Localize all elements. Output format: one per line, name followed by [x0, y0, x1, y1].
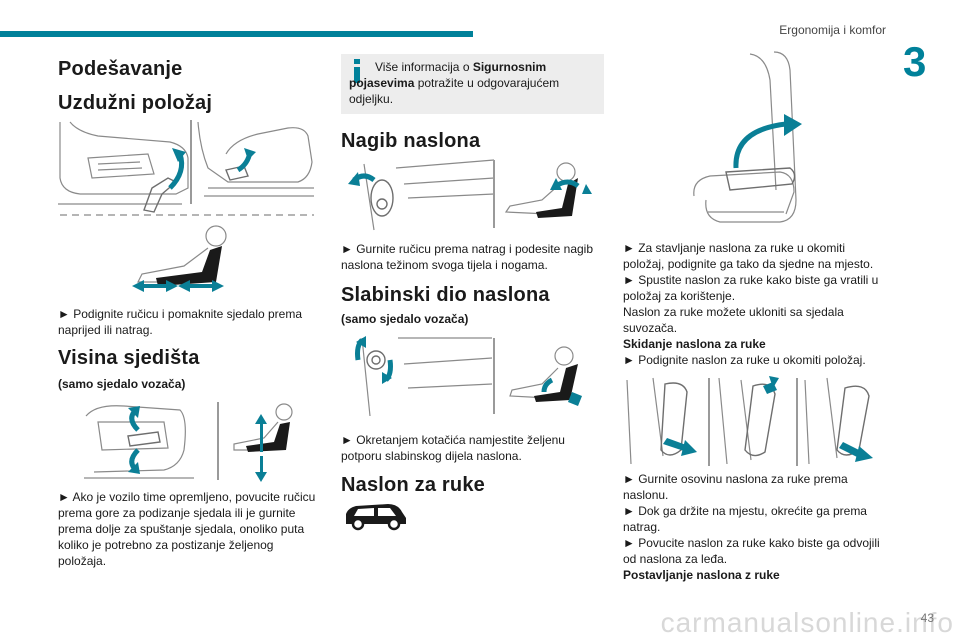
- heading-backrest-recline: Nagib naslona: [341, 130, 481, 152]
- lumbar-illustration: [355, 336, 582, 417]
- heading-install-armrest: Postavljanje naslona z ruke: [623, 568, 780, 582]
- heading-armrest: Naslon za ruke: [341, 474, 485, 496]
- info-text-pre: Više informacija o: [375, 60, 473, 74]
- armrest-icon: [804, 377, 873, 465]
- heading-remove-armrest: Skidanje naslona za ruke: [623, 337, 766, 351]
- armrest-removal-illustration: [626, 376, 873, 466]
- paragraph-armrest-6: ► Dok ga držite na mjestu, okrećite ga p…: [623, 504, 867, 534]
- paragraph-backrest-recline: ► Gurnite ručicu prema natrag i podesite…: [341, 242, 594, 272]
- armrest-icon: [626, 377, 697, 465]
- info-text-bold: Sigurnosnim pojasevima: [349, 60, 547, 90]
- info-box: Više informacija o Sigurnosnim pojasevim…: [341, 54, 604, 114]
- paragraph-armrest-7: ► Povucite naslon za ruke kako biste ga …: [623, 536, 880, 566]
- armrest-icon: [718, 376, 779, 465]
- subheading-height-driver: (samo sjedalo vozača): [58, 377, 186, 391]
- paragraph-armrest-5: ► Gurnite osovinu naslona za ruke prema …: [623, 472, 848, 502]
- seat-lever-icon: [197, 121, 314, 197]
- top-accent-bar: [0, 31, 473, 37]
- seat-lever-icon: [355, 336, 493, 417]
- heading-adjustment: Podešavanje: [58, 58, 183, 80]
- seat-lever-icon: [58, 121, 189, 213]
- paragraph-armrest-1: ► Za stavljanje naslona za ruke u okomit…: [623, 241, 874, 271]
- heading-lumbar: Slabinski dio naslona: [341, 284, 550, 306]
- paragraph-armrest-2: ► Spustite naslon za ruke kako biste ga …: [623, 273, 879, 303]
- seat-lever-icon: [84, 405, 194, 479]
- paragraph-armrest-4: ► Podignite naslon za ruke u okomiti pol…: [623, 353, 866, 367]
- heading-seat-height: Visina sjedišta: [58, 347, 200, 369]
- seat-figure-icon: [504, 162, 592, 218]
- armrest-icon: [693, 51, 802, 223]
- recline-illustration: [348, 159, 592, 231]
- heading-longitudinal: Uzdužni položaj: [58, 92, 213, 114]
- seat-figure-icon: [509, 346, 582, 406]
- subheading-lumbar-driver: (samo sjedalo vozača): [341, 312, 469, 326]
- seat-height-illustration: [84, 402, 293, 482]
- info-text: Više informacija o Sigurnosnim pojasevim…: [349, 59, 596, 107]
- van-icon: [346, 504, 406, 531]
- seat-longitudinal-illustration: [58, 120, 314, 292]
- watermark: carmanualsonline.info: [660, 607, 954, 638]
- paragraph-lumbar: ► Okretanjem kotačića namjestite željenu…: [341, 433, 565, 463]
- seat-lever-icon: [348, 159, 495, 231]
- paragraph-armrest-3: Naslon za ruke možete ukloniti sa sjedal…: [623, 305, 844, 335]
- page-number: 43: [920, 611, 934, 625]
- seat-figure-icon: [233, 403, 293, 482]
- info-icon: [354, 59, 360, 83]
- section-header-title: Ergonomija i komfor: [779, 23, 886, 37]
- seat-figure-icon: [132, 225, 227, 292]
- chapter-number: 3: [903, 38, 927, 85]
- paragraph-seat-height: ► Ako je vozilo time opremljeno, povucit…: [58, 490, 316, 568]
- armrest-raise-illustration: [693, 51, 802, 223]
- paragraph-longitudinal: ► Podignite ručicu i pomaknite sjedalo p…: [58, 307, 303, 337]
- info-text-post: potražite u odgovarajućem odjeljku.: [349, 76, 560, 106]
